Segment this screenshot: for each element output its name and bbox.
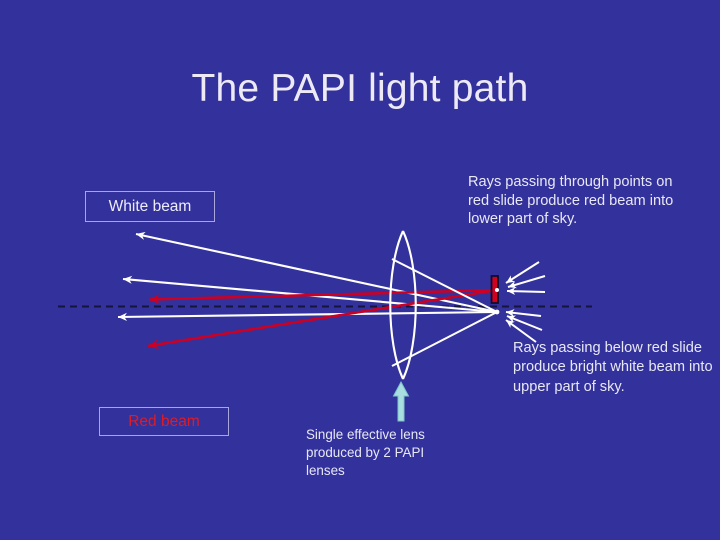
incoming-arrow-upper-2 bbox=[507, 275, 546, 289]
effective-lens bbox=[389, 230, 417, 380]
white-ray-lens-upper-edge bbox=[391, 258, 498, 313]
focal-point-below-slide bbox=[494, 309, 500, 315]
white-ray-lens-lower-edge bbox=[391, 311, 498, 367]
incoming-arrows-lower bbox=[505, 309, 543, 343]
note-effective-lens: Single effective lens produced by 2 PAPI… bbox=[306, 427, 429, 479]
note-red-beam-lower-sky: Rays passing through points on red slide… bbox=[468, 174, 678, 228]
incoming-arrow-lower-1 bbox=[505, 309, 542, 317]
incoming-arrow-lower-3 bbox=[505, 319, 537, 343]
lens-right-face bbox=[402, 230, 417, 380]
focal-point-red-slide bbox=[495, 288, 499, 292]
lens-pointer-arrow bbox=[392, 380, 410, 422]
incoming-arrow-lower-2 bbox=[506, 315, 543, 331]
page-title: The PAPI light path bbox=[191, 67, 529, 110]
white-ray-3 bbox=[117, 310, 498, 321]
lens-left-face bbox=[389, 230, 404, 380]
red-ray-2 bbox=[147, 288, 498, 350]
white-ray-bundle bbox=[117, 231, 498, 321]
white-beam-label: White beam bbox=[108, 197, 192, 215]
note-white-beam-upper-sky: Rays passing below red slide produce bri… bbox=[513, 340, 717, 395]
red-ray-1 bbox=[148, 288, 498, 305]
incoming-arrows-upper bbox=[505, 261, 546, 296]
red-ray-bundle bbox=[147, 288, 498, 350]
white-beam-legend-box: White beam bbox=[85, 191, 215, 222]
incoming-arrow-upper-3 bbox=[506, 287, 546, 296]
incoming-arrow-upper-1 bbox=[505, 261, 540, 284]
red-beam-legend-box: Red beam bbox=[99, 407, 229, 436]
white-ray-1 bbox=[135, 231, 498, 314]
red-beam-label: Red beam bbox=[128, 412, 200, 430]
